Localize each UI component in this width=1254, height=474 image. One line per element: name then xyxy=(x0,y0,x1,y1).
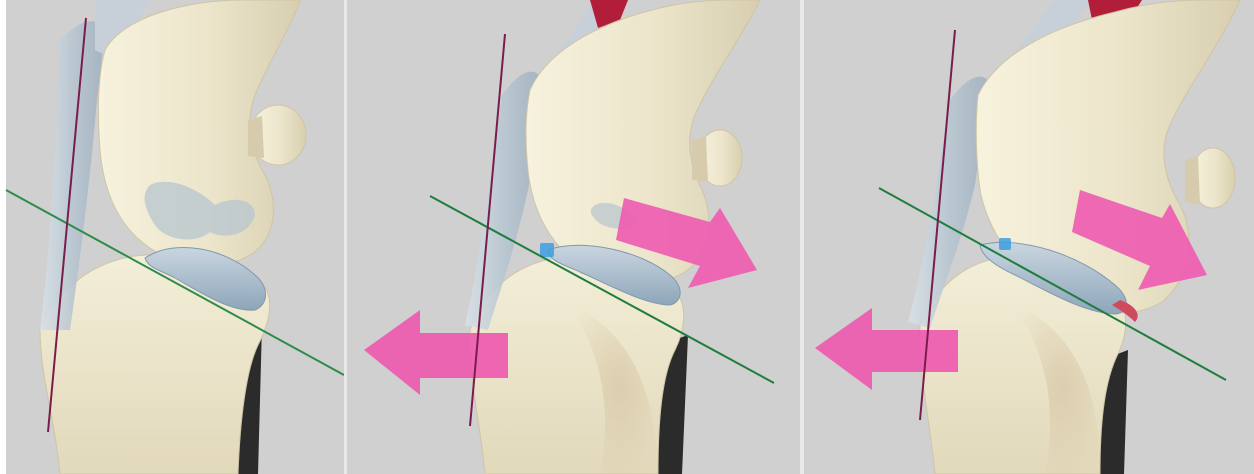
patella xyxy=(692,130,742,186)
marker xyxy=(540,243,554,257)
panel-1 xyxy=(6,0,344,474)
panel-divider xyxy=(344,0,347,474)
panel-divider xyxy=(800,0,804,474)
panel-2 xyxy=(347,0,800,474)
panel-3 xyxy=(804,0,1254,474)
marker xyxy=(999,238,1011,250)
